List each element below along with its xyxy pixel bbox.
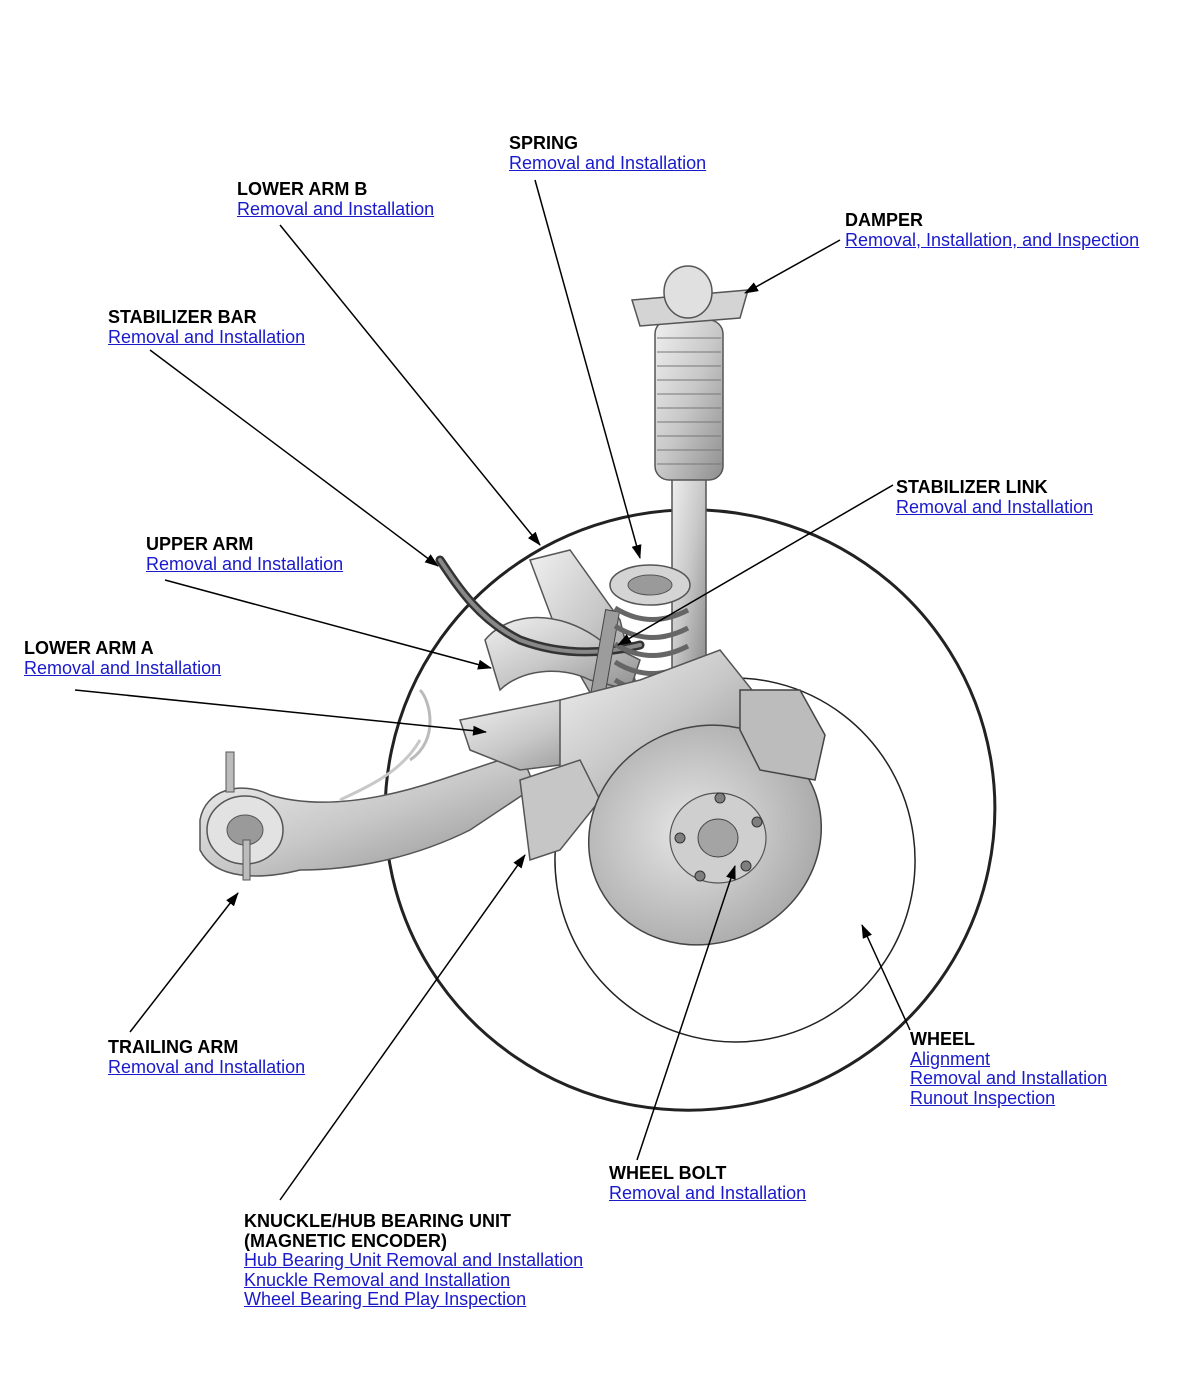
callout-lower-arm-b: LOWER ARM B Removal and Installation [237,179,435,219]
leader-spring [534,179,642,559]
hub-bearing-removal-link[interactable]: Hub Bearing Unit Removal and Installatio… [244,1250,584,1270]
callout-knuckle: KNUCKLE/HUB BEARING UNIT (MAGNETIC ENCOD… [244,1211,584,1310]
upper-arm-removal-link[interactable]: Removal and Installation [146,553,344,574]
callout-spring: SPRING Removal and Installation [509,133,707,173]
lower-arm-a-title: LOWER ARM A [24,638,154,658]
wheel-runout-link[interactable]: Runout Inspection [910,1087,1056,1108]
spring-removal-link[interactable]: Removal and Installation [509,152,707,173]
callout-trailing-arm: TRAILING ARM Removal and Installation [108,1037,306,1077]
callout-lower-arm-a: LOWER ARM A Removal and Installation [24,638,222,678]
lower-arm-a-removal-link[interactable]: Removal and Installation [24,657,222,678]
leader-stabilizer-link [617,484,894,646]
stabilizer-link-title: STABILIZER LINK [896,477,1048,497]
trailing-arm-title: TRAILING ARM [108,1037,239,1057]
lower-arm-b-removal-link[interactable]: Removal and Installation [237,198,435,219]
knuckle-title-line-2: (MAGNETIC ENCODER) [244,1230,447,1251]
callout-wheel: WHEEL Alignment Removal and Installation… [910,1029,1108,1108]
damper-removal-link[interactable]: Removal, Installation, and Inspection [845,229,1140,250]
knuckle-title-line-1: KNUCKLE/HUB BEARING UNIT [244,1211,511,1231]
leader-upper-arm [164,579,492,670]
leader-wheel-bolt [636,865,736,1161]
wheel-title: WHEEL [910,1029,975,1049]
leader-lower-arm-b [279,224,541,546]
hub-center [697,818,739,858]
leader-wheel [861,924,911,1031]
callout-wheel-bolt: WHEEL BOLT Removal and Installation [609,1163,807,1203]
damper-boot [654,319,724,481]
callout-stabilizer-link: STABILIZER LINK Removal and Installation [896,477,1094,517]
wheel-bearing-end-play-link[interactable]: Wheel Bearing End Play Inspection [244,1289,527,1309]
trailing-arm-stud [225,751,235,793]
wheel-bolt-title: WHEEL BOLT [609,1163,727,1183]
spring-title: SPRING [509,133,579,153]
leader-stabilizer-bar [149,349,439,567]
knuckle-removal-link[interactable]: Knuckle Removal and Installation [244,1269,511,1290]
trailing-arm-removal-link[interactable]: Removal and Installation [108,1056,306,1077]
callout-stabilizer-bar: STABILIZER BAR Removal and Installation [108,307,306,347]
wheel-bolt-studs [674,792,763,882]
stabilizer-bar-removal-link[interactable]: Removal and Installation [108,326,306,347]
leader-lines [74,179,911,1201]
brake-caliper [739,689,826,781]
wheel-removal-link[interactable]: Removal and Installation [910,1068,1108,1088]
damper-top-cap [663,265,713,319]
stabilizer-link-removal-link[interactable]: Removal and Installation [896,496,1094,517]
leader-knuckle [279,854,526,1201]
callout-upper-arm: UPPER ARM Removal and Installation [146,534,344,574]
upper-arm-title: UPPER ARM [146,534,254,554]
leader-trailing-arm [129,892,239,1033]
wheel-outline [383,508,997,1112]
wheel-bolt-removal-link[interactable]: Removal and Installation [609,1182,807,1203]
leader-damper [744,239,841,294]
damper-title: DAMPER [845,210,924,230]
wheel-alignment-link[interactable]: Alignment [910,1048,991,1069]
stabilizer-bar-title: STABILIZER BAR [108,307,257,327]
leader-lower-arm-a [74,689,487,736]
callout-damper: DAMPER Removal, Installation, and Inspec… [845,210,1140,250]
lower-arm-b-title: LOWER ARM B [237,179,368,199]
